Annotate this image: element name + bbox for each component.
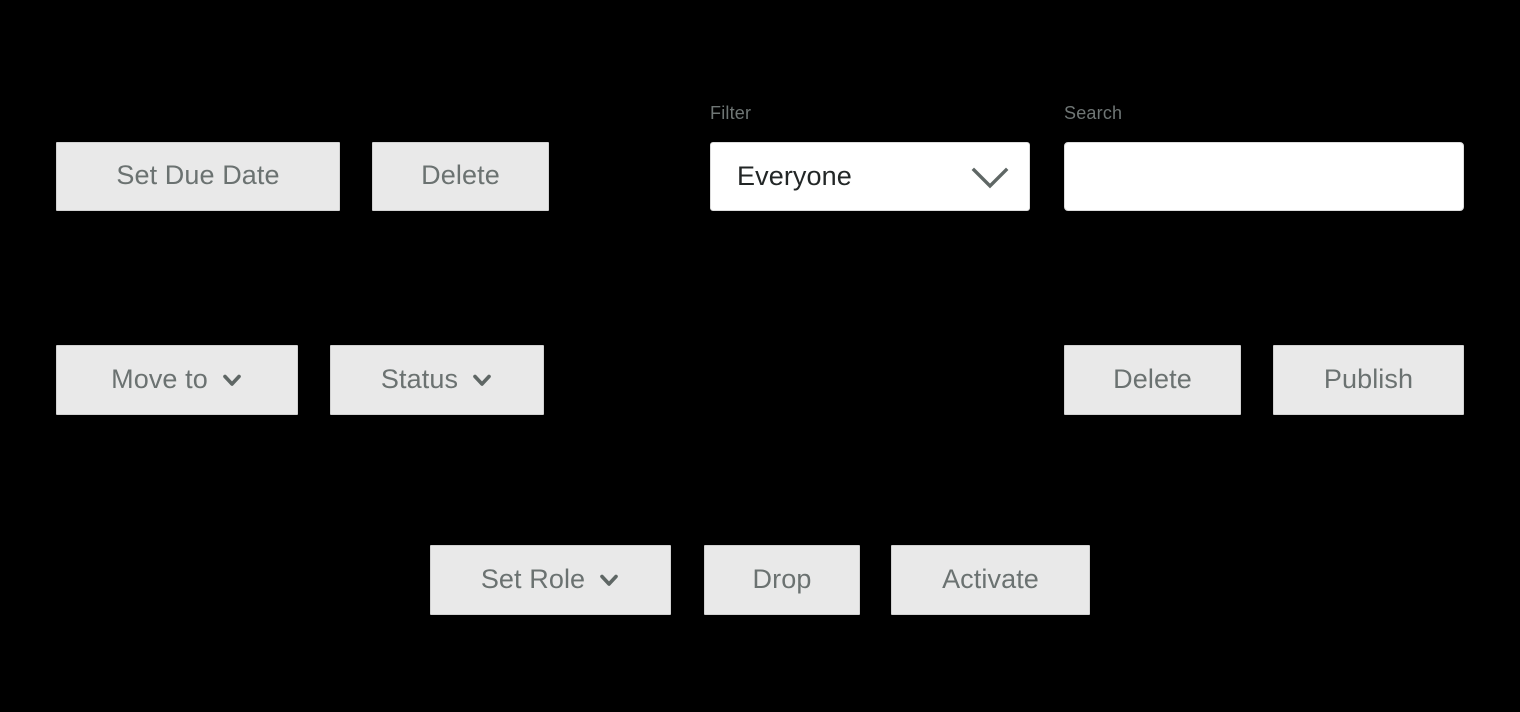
publish-button[interactable]: Publish (1273, 345, 1464, 415)
set-role-button-label: Set Role (480, 563, 586, 594)
chevron-down-icon (598, 569, 620, 591)
move-to-button-label: Move to (111, 363, 208, 394)
activate-button-label: Activate (942, 563, 1039, 594)
search-label: Search (1064, 103, 1123, 123)
search-input[interactable] (1064, 142, 1464, 211)
filter-label: Filter (710, 103, 752, 123)
set-due-date-button-label: Set Due Date (116, 160, 280, 190)
drop-button[interactable]: Drop (704, 545, 860, 615)
filter-select[interactable]: Everyone (710, 142, 1030, 211)
chevron-down-icon (221, 369, 243, 391)
delete-button-middle-label: Delete (1113, 363, 1192, 394)
activate-button[interactable]: Activate (891, 545, 1090, 615)
chevron-down-icon (471, 369, 493, 391)
set-due-date-button[interactable]: Set Due Date (56, 142, 340, 211)
status-button-label: Status (380, 363, 459, 394)
move-to-button[interactable]: Move to (56, 345, 298, 415)
delete-button-middle[interactable]: Delete (1064, 345, 1241, 415)
delete-button-top[interactable]: Delete (372, 142, 549, 211)
chevron-down-icon (968, 162, 1012, 192)
delete-button-top-label: Delete (421, 160, 500, 190)
set-role-button[interactable]: Set Role (430, 545, 671, 615)
publish-button-label: Publish (1323, 363, 1414, 394)
status-button[interactable]: Status (330, 345, 544, 415)
filter-select-value: Everyone (737, 161, 852, 191)
drop-button-label: Drop (752, 563, 812, 594)
